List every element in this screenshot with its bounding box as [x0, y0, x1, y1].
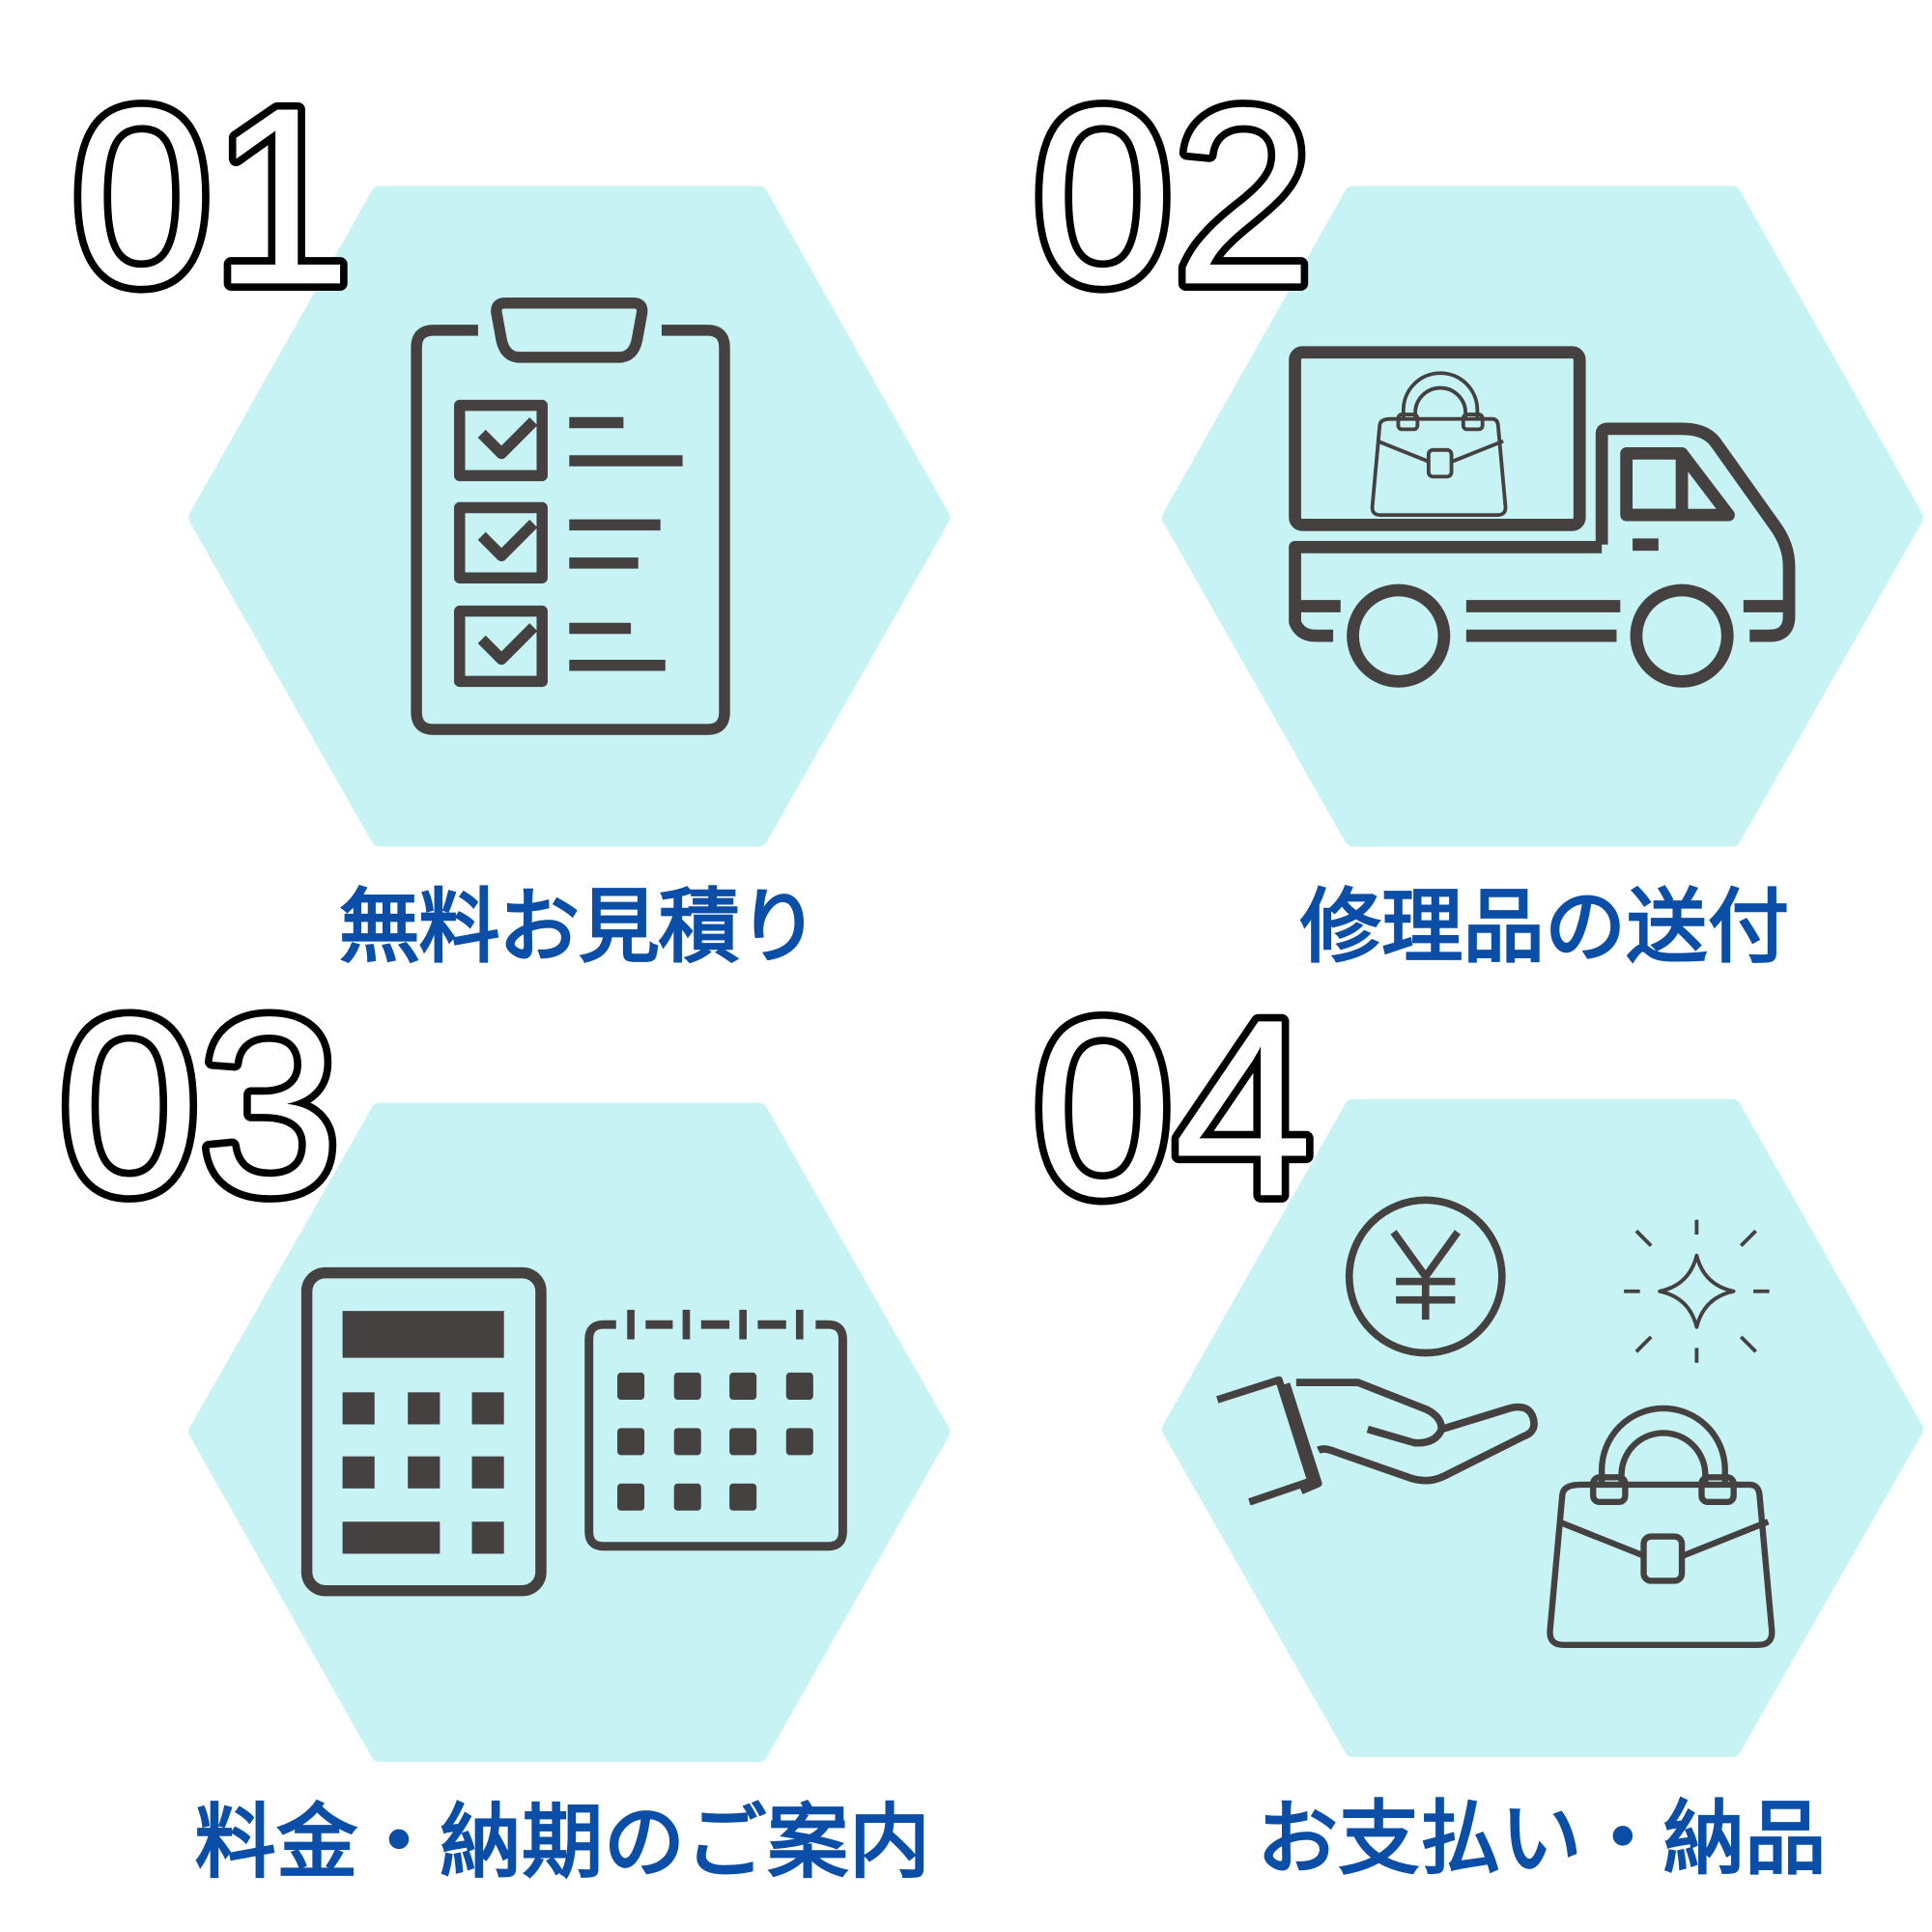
- step-label: 無料お見積り: [339, 880, 819, 975]
- step-number: 03: [59, 965, 340, 1247]
- step-number: 02: [1033, 55, 1314, 337]
- step-label: お支払い・納品: [1257, 1791, 1826, 1886]
- step-label: 修理品の送付: [1300, 880, 1789, 975]
- hexagon-background: [188, 185, 951, 847]
- step-1: 01 無料お見積り: [64, 48, 951, 975]
- step-label: 料金・納期のご案内: [195, 1795, 930, 1889]
- step-4: 04 お支払い・納品: [1025, 960, 1924, 1886]
- delivery-truck-icon: [1289, 346, 1796, 688]
- step-number: 01: [71, 55, 353, 337]
- hexagon-background: [1161, 1098, 1924, 1757]
- calculator-icon: [300, 1266, 547, 1597]
- step-2: 02 修理品の送付: [1025, 48, 1924, 975]
- sparkle-icon: [1624, 1219, 1770, 1363]
- calendar-icon: [584, 1309, 847, 1551]
- hand-icon: [1216, 1376, 1538, 1506]
- step-3: 03 料金・納期のご案内: [52, 957, 951, 1889]
- yen-coin-icon: [1345, 1196, 1506, 1357]
- clipboard-checklist-icon: [411, 298, 730, 735]
- step-number: 04: [1033, 967, 1314, 1249]
